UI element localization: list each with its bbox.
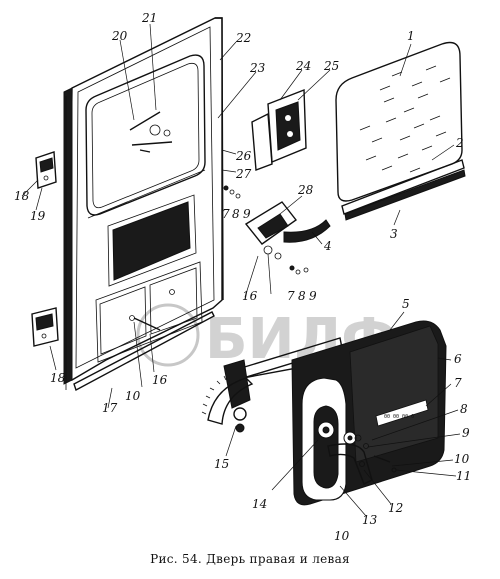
callout-9-upper: 9 [243,207,251,221]
callout-6: 6 [454,352,462,366]
callout-24: 24 [295,59,311,73]
callout-10-bottom: 10 [334,529,350,543]
callout-11: 11 [456,469,471,483]
screw-set-left [129,315,161,331]
screw-set-upper [223,185,241,199]
callout-7-middle: 7 [287,289,295,303]
callout-23: 23 [249,61,266,75]
callout-16-lower: 16 [152,373,168,387]
callout-1: 1 [407,29,415,43]
callout-8-middle: 8 [298,289,306,303]
callout-12: 12 [388,501,403,515]
callout-3: 3 [390,227,398,241]
callout-27: 27 [235,167,252,181]
callout-14: 14 [252,497,267,511]
callout-8-upper: 8 [232,207,240,221]
lower-hinge [31,307,59,347]
callout-9-middle: 9 [309,289,317,303]
callout-7-upper: 7 [222,207,230,221]
callout-15: 15 [214,457,229,471]
callout-18-upper: 18 [14,189,30,203]
door-frame [63,17,224,392]
glass-rail [341,159,466,221]
callout-22: 22 [235,31,251,45]
upper-latch-bracket [251,88,307,171]
callout-10-left: 10 [125,389,141,403]
callout-5: 5 [402,297,410,311]
callout-10-right: 10 [454,452,470,466]
callout-26: 26 [235,149,252,163]
callout-2: 2 [455,136,464,150]
window-glass [335,41,463,202]
upper-hinge [35,151,57,189]
screw-set-lower [354,434,397,473]
callout-20: 20 [111,29,128,43]
callout-17: 17 [102,401,118,415]
callout-18-lower: 18 [50,371,66,385]
inner-trim-panel: 00 00 00 0 [291,320,447,506]
callout-28: 28 [297,183,314,197]
callout-13: 13 [362,513,378,527]
callout-25: 25 [323,59,339,73]
callout-21: 21 [141,11,157,25]
callout-labels: 1 2 3 4 5 6 7 7 7 8 8 8 9 9 9 10 10 10 1… [14,11,471,543]
screw-set-middle [289,265,309,275]
callout-9-lower: 9 [462,426,470,440]
leader-lines [21,23,461,517]
callout-4: 4 [323,239,332,253]
callout-7-lower: 7 [454,376,462,390]
figure-caption: Рис. 54. Дверь правая и левая [150,552,350,566]
callout-16-middle: 16 [242,289,258,303]
latch-assembly [244,201,331,260]
callout-19: 19 [30,209,46,223]
callout-8-lower: 8 [460,402,468,416]
svg-text:00 00 00 0: 00 00 00 0 [384,414,414,420]
